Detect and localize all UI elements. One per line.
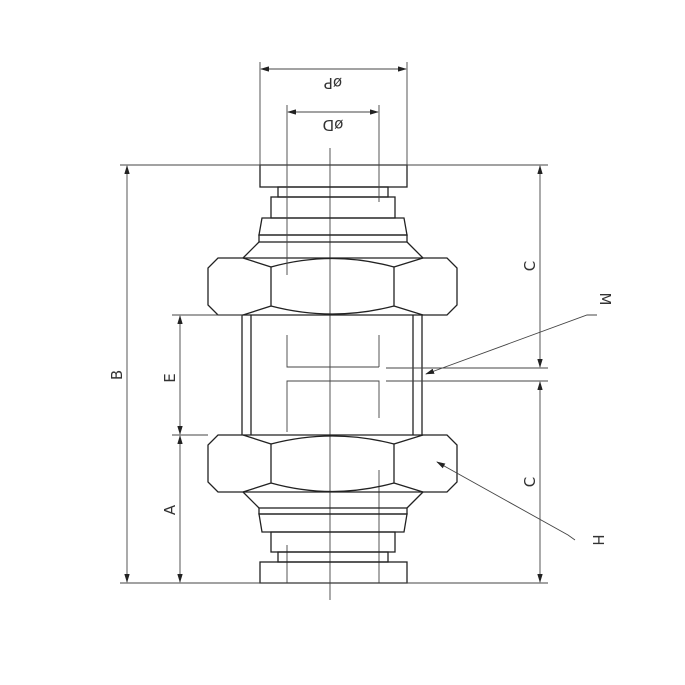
label-inner-diameter: øD bbox=[323, 116, 344, 134]
label-half-length-bottom: C bbox=[521, 477, 539, 487]
label-total-length: B bbox=[108, 370, 126, 380]
label-thread-length: A bbox=[161, 504, 179, 515]
dimension-lines bbox=[124, 66, 597, 583]
label-seal: M bbox=[596, 293, 614, 306]
label-hex-nut: H bbox=[589, 534, 607, 545]
label-half-length-top: C bbox=[521, 261, 539, 271]
top-hex-nut bbox=[207, 257, 458, 316]
fitting-body bbox=[207, 164, 458, 584]
label-body-length: E bbox=[161, 373, 179, 382]
extension-lines bbox=[120, 62, 548, 584]
bottom-hex-nut bbox=[207, 434, 458, 493]
label-outer-diameter: øP bbox=[324, 74, 342, 92]
